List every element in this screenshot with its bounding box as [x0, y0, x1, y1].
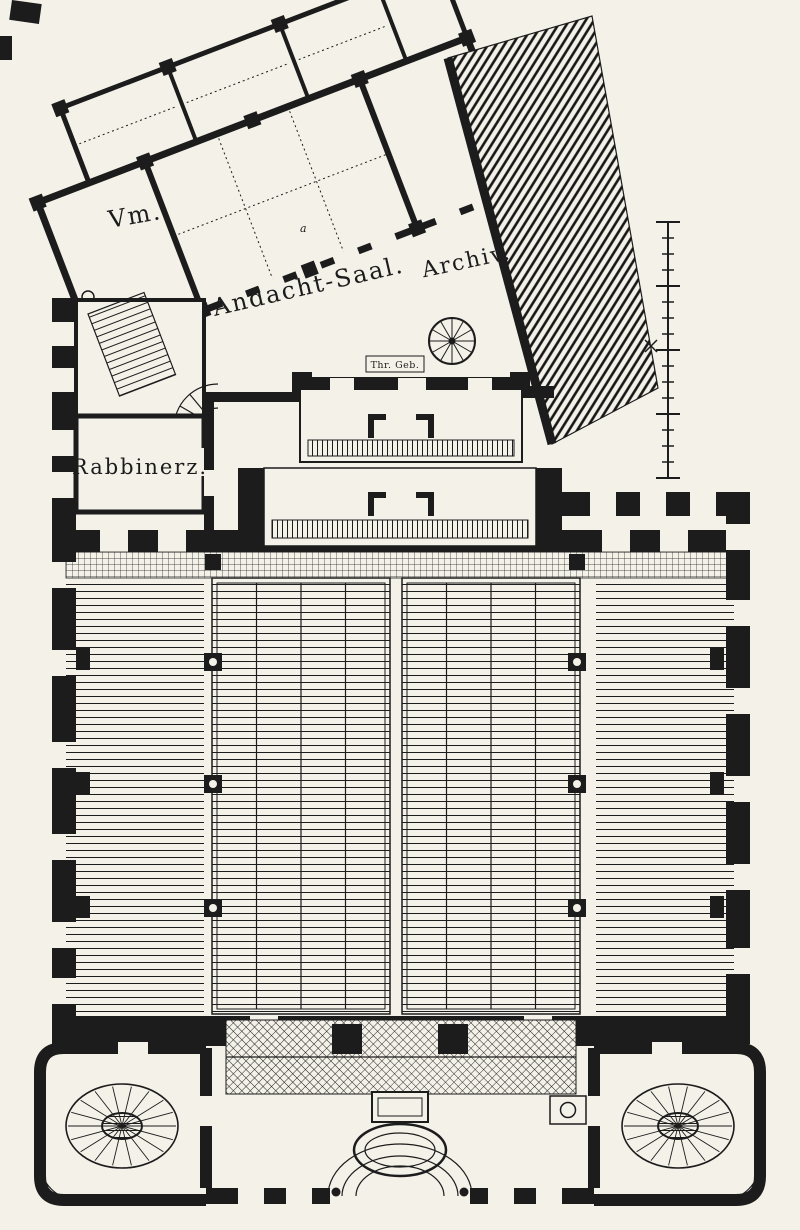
label-rabbinerz: Rabbinerz.: [72, 455, 208, 479]
main-hall-pews: [66, 577, 734, 1015]
wall-pilasters: [76, 648, 724, 918]
rabbi-room: [73, 413, 208, 515]
bottom-annex: [34, 1042, 766, 1206]
spiral-stair: [428, 317, 476, 365]
vestibule-strip: [225, 1019, 577, 1095]
pew-block-center-left: [211, 577, 391, 1015]
scale-bar: [644, 221, 680, 479]
party-wall: [443, 56, 557, 446]
print-artifacts: [0, 0, 42, 60]
main-entrance: [327, 1091, 473, 1197]
oval-stair-right: [621, 1083, 735, 1169]
neighbor-building-hatch: [443, 15, 659, 446]
lower-platform: [238, 467, 562, 547]
label-point-a: a: [300, 222, 307, 235]
gallery-strip: [65, 551, 735, 579]
hall-columns: [204, 653, 586, 917]
pew-block-left: [66, 578, 204, 1014]
left-staircase: [74, 291, 219, 429]
door-annotation-box: [365, 355, 425, 373]
ark-brackets: [368, 414, 434, 438]
side-room-fixture: [549, 1095, 587, 1125]
oval-stair-left: [65, 1083, 179, 1169]
pew-block-center-right: [401, 577, 581, 1015]
label-thr-geb: Thr. Geb.: [371, 360, 420, 371]
upper-platform: [292, 372, 530, 463]
pew-block-right: [596, 578, 734, 1014]
